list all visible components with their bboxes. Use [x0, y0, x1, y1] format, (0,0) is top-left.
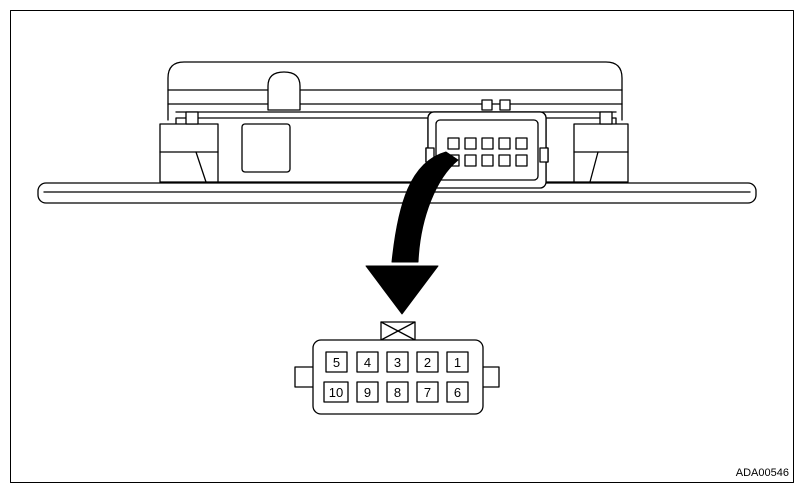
- pin-label: 3: [394, 355, 401, 370]
- pin-label: 5: [333, 355, 340, 370]
- pin-label: 2: [424, 355, 431, 370]
- pin-cell: [356, 381, 379, 403]
- pin-cell: [446, 351, 469, 373]
- curved-arrow-indicator: [365, 151, 459, 315]
- latch-tab-left: [481, 99, 493, 111]
- pin-cell: [323, 381, 349, 403]
- switch-unit: [159, 61, 629, 189]
- connector-face-view: 5 4 3 2 1 10 9 8 7 6: [294, 321, 500, 415]
- pin-label: 4: [364, 355, 371, 370]
- unit-upper-housing: [167, 61, 623, 121]
- pin-label: 8: [394, 385, 401, 400]
- pin-row-top: 5 4 3 2 1: [325, 351, 469, 373]
- pin-cell: [416, 351, 439, 373]
- connector-tab-left: [294, 366, 316, 388]
- socket-front: [425, 111, 549, 189]
- right-clip: [573, 111, 629, 183]
- pin-cell: [325, 351, 348, 373]
- connector-tab-right: [480, 366, 500, 388]
- arrow-head: [365, 265, 439, 315]
- left-clip: [159, 111, 219, 183]
- pin-cell: [356, 351, 379, 373]
- mounting-panel: [37, 182, 757, 204]
- pin-cell: [446, 381, 469, 403]
- latch-tab-right: [499, 99, 511, 111]
- pin-cell: [416, 381, 439, 403]
- unit-window: [241, 123, 291, 173]
- connector-body: [312, 339, 484, 415]
- pin-row-bottom: 10 9 8 7 6: [323, 381, 469, 403]
- pin-label: 10: [329, 385, 343, 400]
- figure-border: [10, 10, 794, 483]
- pin-label: 7: [424, 385, 431, 400]
- pin-cell: [386, 381, 409, 403]
- pin-cell: [386, 351, 409, 373]
- unit-knob: [267, 71, 301, 111]
- pin-label: 6: [454, 385, 461, 400]
- connector-lock-symbol: [380, 321, 416, 341]
- arrow-shaft: [391, 151, 459, 263]
- pin-label: 9: [364, 385, 371, 400]
- figure-reference-code: ADA00546: [736, 467, 789, 479]
- pin-label: 1: [454, 355, 461, 370]
